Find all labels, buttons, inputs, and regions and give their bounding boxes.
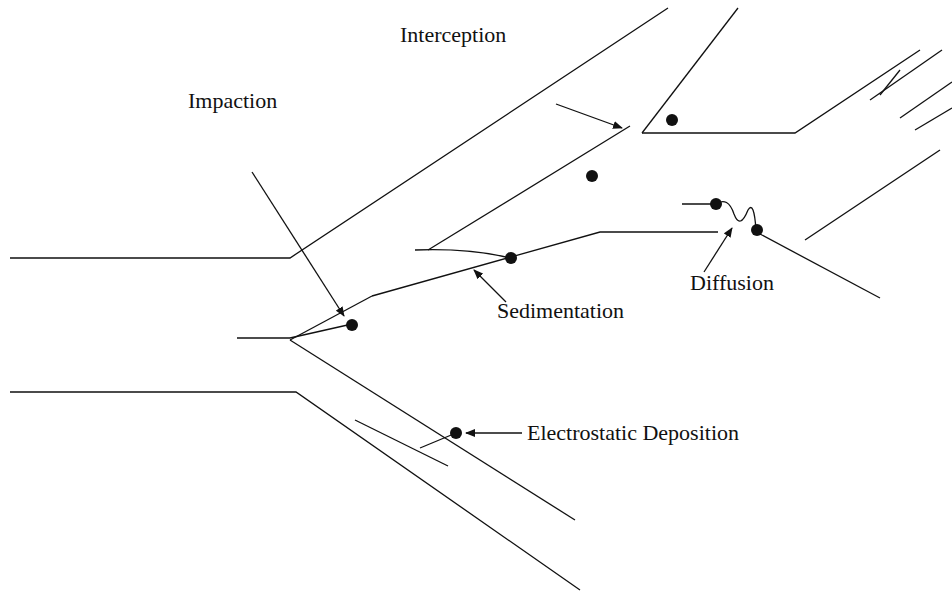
mechanism-label: Impaction [188,88,277,113]
mechanism-label: Electrostatic Deposition [527,420,739,445]
mechanism-label: Diffusion [690,270,774,295]
mechanism-label: Sedimentation [497,298,624,323]
mechanism-label: Interception [400,22,506,47]
